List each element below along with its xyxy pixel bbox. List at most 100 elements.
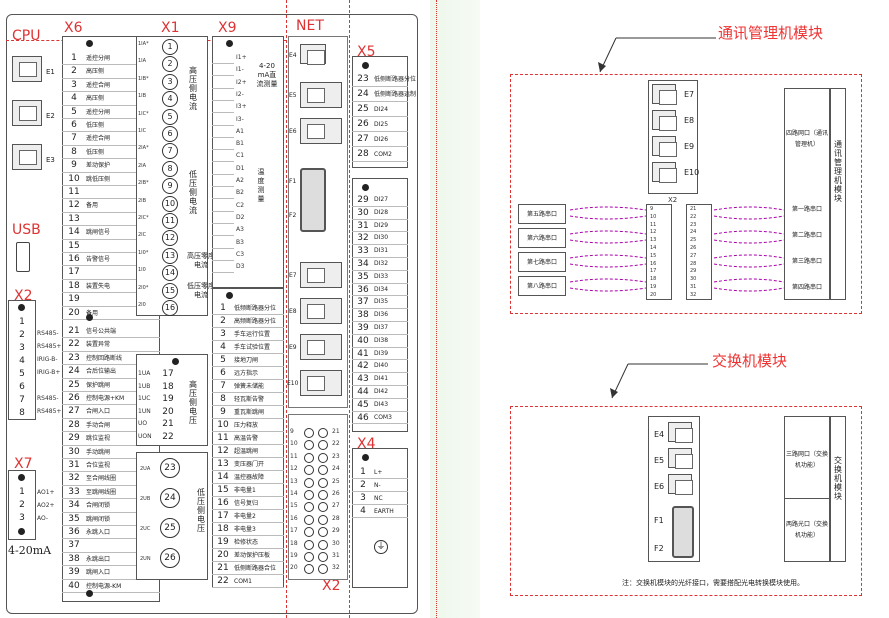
x1-vnum: 17	[162, 369, 174, 379]
x5m-num: 2	[220, 316, 226, 326]
x6-num: 6	[71, 120, 77, 130]
switch-eth-E4-port[interactable]	[668, 422, 693, 443]
net-fiber-port[interactable]	[300, 168, 326, 232]
comm-eth-E10-port[interactable]	[652, 162, 677, 183]
comm-eth-E7-port[interactable]	[652, 84, 677, 105]
x6b-label: 至合闸线圈	[86, 475, 117, 483]
x5m-label: 远方指示	[234, 370, 259, 377]
x5r-num: 37	[357, 297, 369, 308]
switch-eth-E5-port[interactable]	[668, 448, 693, 469]
x5m-num: 17	[217, 511, 229, 521]
comm-serial-7: 第七路串口	[518, 252, 566, 272]
net-label-F1: F1	[289, 178, 297, 185]
x4-terminal-block	[352, 448, 408, 588]
x9-divider	[212, 149, 234, 151]
cpu-eth-port-3[interactable]	[12, 144, 42, 170]
comm-eth-E8-port[interactable]	[652, 110, 677, 131]
x6-screw-top	[86, 40, 93, 47]
x9-group-temp: 温度测量	[257, 168, 265, 203]
x7-screw-top	[18, 474, 25, 481]
x2c-pin-right	[318, 428, 328, 438]
x6b-num: 35	[68, 513, 80, 524]
comm-wiring	[569, 206, 785, 292]
x9-pin: D3	[236, 263, 245, 271]
x2c-left-num: 12	[290, 465, 298, 473]
x9-divider	[212, 259, 234, 261]
x5r-num: 43	[357, 374, 369, 385]
x9-divider	[212, 75, 234, 77]
x5m-label: 高频断路器分位	[234, 318, 277, 325]
switch-fiber-port[interactable]	[672, 506, 694, 558]
net-label-E5: E5	[289, 92, 297, 99]
switch-eth-E6-port[interactable]	[668, 474, 693, 495]
x6b-num: 39	[68, 567, 80, 578]
x6b-label: 控制电源+KM	[86, 395, 125, 402]
net-eth-E7[interactable]	[300, 262, 342, 288]
x9-group-dc: 4-20mA直流测量	[256, 62, 278, 88]
x2c-left-num: 19	[290, 552, 298, 559]
x4-screw-top	[362, 454, 369, 461]
x6-num: 19	[68, 294, 80, 305]
x6-row: 19	[62, 293, 160, 307]
x1-vnum: 22	[162, 431, 174, 442]
x9-pin: I3-	[236, 115, 244, 123]
cpu-eth-port-2[interactable]	[12, 100, 42, 126]
x6b-num: 38	[68, 553, 80, 564]
x2c-left-num: 17	[290, 527, 298, 535]
comm-pin-left: 15	[650, 252, 657, 259]
earth-symbol-icon: ⏚	[374, 540, 388, 554]
x4-num: 1	[360, 467, 366, 477]
switch-label-F2: F2	[654, 544, 664, 553]
x6b-num: 24	[68, 366, 80, 377]
comm-pin-right: 21	[690, 206, 697, 212]
x6-num: 7	[71, 133, 77, 144]
x2c-pin-right	[318, 514, 328, 525]
x4-label: EARTH	[374, 508, 394, 515]
x2c-pin-left	[304, 514, 314, 525]
net-eth-E9[interactable]	[300, 334, 342, 360]
comm-eth-E9-port[interactable]	[652, 136, 677, 157]
net-eth-E5[interactable]	[300, 82, 342, 108]
x7-num-3: 3	[19, 513, 25, 523]
x1-voltage-block	[136, 354, 208, 446]
x6b-label: 合闸入口	[86, 408, 111, 416]
net-eth-E6[interactable]	[300, 118, 342, 144]
x5m-num: 12	[217, 446, 229, 456]
comm-serial-6: 第六路串口	[518, 228, 566, 248]
x1-group-lv-zero: 低压零序电流	[187, 282, 215, 299]
net-eth-E4[interactable]	[300, 44, 326, 65]
net-eth-E10[interactable]	[300, 370, 342, 396]
x6-row: 13	[62, 213, 160, 227]
cpu-eth-port-1[interactable]	[12, 56, 42, 82]
x6-num: 20	[68, 307, 80, 318]
x5-right-block	[352, 178, 408, 432]
x5rt-num: 25	[357, 104, 369, 114]
x6-num: 16	[68, 254, 80, 264]
x6-label: 备用	[86, 309, 99, 317]
x5m-label: 低侧断路器合位	[234, 565, 277, 572]
net-eth-E8[interactable]	[300, 298, 342, 324]
comm-label-E7: E7	[684, 90, 695, 99]
x7-num-1: 1	[19, 487, 25, 497]
x5m-num: 22	[217, 576, 229, 586]
x1-vnum: 18	[162, 381, 174, 392]
usb-port-icon[interactable]	[16, 242, 30, 272]
x2c-right-num: 23	[332, 452, 340, 460]
x1-vpin: 1UA	[138, 370, 151, 377]
x9-divider	[212, 222, 234, 224]
